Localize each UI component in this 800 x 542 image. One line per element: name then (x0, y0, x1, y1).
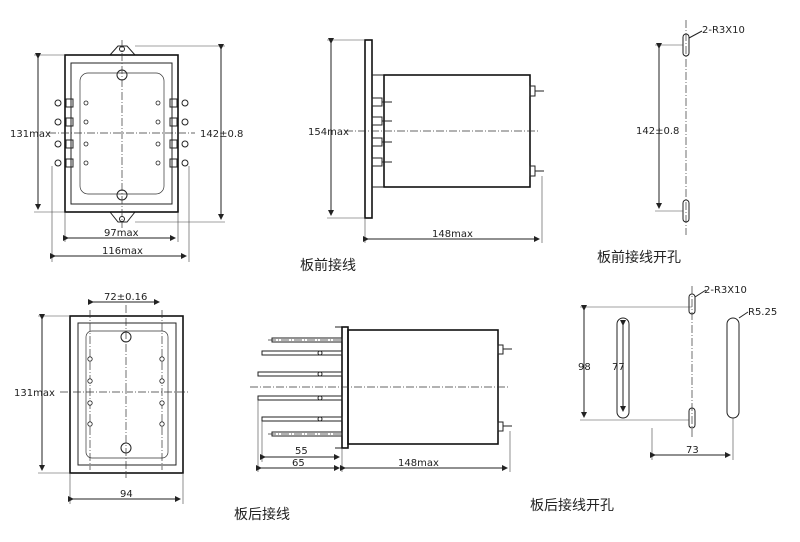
rear-side-view: 55 65 148max (250, 326, 512, 472)
dim-side-148: 148max (432, 229, 473, 240)
front-right-terminals (155, 98, 189, 168)
dim-rear-cutout-r525: R5.25 (748, 307, 777, 318)
dim-front-131: 131max (10, 129, 51, 140)
caption-front-wiring-cutout: 板前接线开孔 (597, 249, 681, 266)
caption-rear-wiring: 板后接线 (234, 506, 290, 523)
dim-cutout-142: 142±0.8 (636, 126, 679, 137)
front-left-terminals (54, 98, 89, 168)
side-front-terminals (371, 97, 392, 167)
dim-rear-cutout-2r3x10: 2-R3X10 (704, 285, 747, 296)
dim-side-154: 154max (308, 127, 349, 138)
dim-rear-cutout-77: 77 (612, 362, 625, 373)
dim-rear-cutout-73: 73 (686, 445, 699, 456)
rear-front-view: 72±0.16 131max 94 (14, 292, 190, 504)
dim-front-116: 116max (102, 246, 143, 257)
dim-rear-65: 65 (292, 458, 305, 469)
caption-rear-wiring-cutout: 板后接线开孔 (530, 497, 614, 514)
dim-rear-55: 55 (295, 446, 308, 457)
dim-front-97: 97max (104, 228, 139, 239)
dim-rear-cutout-98: 98 (578, 362, 591, 373)
dim-front-142: 142±0.8 (200, 129, 243, 140)
dim-rear-94: 94 (120, 489, 133, 500)
caption-front-wiring: 板前接线 (300, 257, 356, 274)
dim-cutout-2r3x10: 2-R3X10 (702, 25, 745, 36)
dim-rear-148: 148max (398, 458, 439, 469)
front-view-panel: 131max 142±0.8 97max 116max (10, 40, 243, 262)
dim-rear-72: 72±0.16 (104, 292, 147, 303)
front-side-view: 154max 148max (308, 38, 544, 243)
front-cutout-view: 2-R3X10 142±0.8 (636, 20, 745, 235)
rear-terminal-rods (257, 337, 343, 437)
rear-terminal-holes (87, 356, 165, 427)
rear-cutout-view: 2-R3X10 R5.25 98 77 73 (578, 285, 777, 460)
dim-rear-131: 131max (14, 388, 55, 399)
